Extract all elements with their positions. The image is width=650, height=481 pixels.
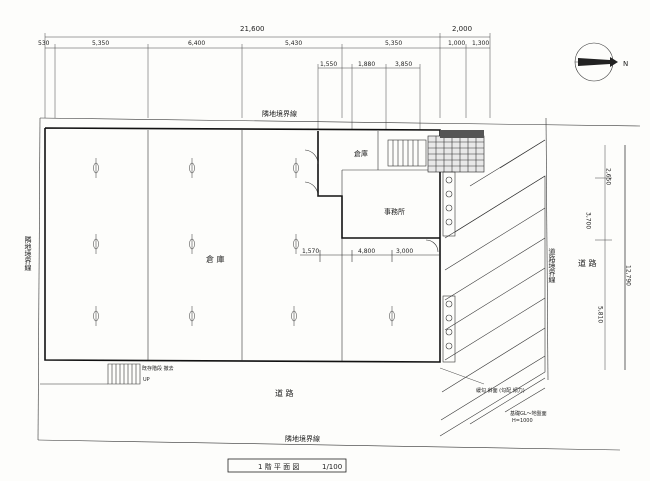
road-label-right: 道 路: [578, 258, 597, 268]
bay-dim-3: 6,400: [188, 40, 205, 47]
top-dimension-lines: [44, 33, 491, 130]
column-marker: [189, 158, 195, 178]
plan-title: 1 階 平 面 図: [258, 462, 299, 471]
height-note-1: 基礎GL～地盤面: [510, 410, 547, 417]
column-marker: [189, 234, 195, 254]
column-marker: [189, 306, 195, 326]
office-top-dim-1: 1,550: [320, 61, 337, 68]
office-top-dim-2: 1,880: [358, 61, 375, 68]
height-note-2: H=1000: [512, 418, 533, 424]
column-marker: [93, 306, 99, 326]
right-dim-3: 5,810: [597, 306, 604, 323]
top-right-dim: 2,000: [452, 25, 472, 33]
up-label: UP: [143, 377, 150, 383]
site-boundary-lines: [37, 117, 641, 451]
grid-block: [427, 130, 485, 173]
boundary-label-left: 隣地境界線: [24, 235, 32, 271]
right-dimension-lines: [595, 145, 626, 370]
office-bottom-dim-2: 4,800: [358, 248, 375, 255]
right-dim-1: 2,650: [605, 168, 612, 185]
boundary-label-bottom: 隣地境界線: [285, 434, 320, 443]
column-marker: [93, 158, 99, 178]
column-marker: [293, 234, 299, 254]
bottom-stair: [40, 363, 141, 385]
bay-dim-1: 530: [38, 40, 50, 47]
right-dim-4: 12,790: [625, 265, 632, 286]
column-markers: [93, 158, 395, 326]
bay-dim-5: 5,350: [385, 40, 402, 47]
office-top-dim-3: 3,850: [395, 61, 412, 68]
office-label: 事務所: [384, 207, 405, 216]
hatched-ramp-area: [439, 139, 546, 437]
right-dim-2: 3,700: [585, 212, 592, 229]
road-label-bottom: 道 路: [275, 388, 294, 398]
bay-dim-6: 1,000: [448, 40, 465, 47]
column-marker: [389, 306, 395, 326]
overall-width-dim: 21,600: [240, 25, 265, 33]
bay-dim-7: 1,300: [472, 40, 489, 47]
ramp-leader: [439, 367, 485, 385]
bay-dim-4: 5,430: [285, 40, 302, 47]
stair-note: 既存階段 撤去: [142, 365, 174, 372]
ramp-note: 緩勾 斜面 (勾配 傾力): [476, 387, 525, 394]
north-label: N: [623, 60, 628, 68]
building-outline: [44, 127, 441, 363]
title-box: [227, 458, 347, 473]
warehouse-label: 倉 庫: [206, 254, 225, 264]
office-bottom-dim-1: 1,570: [302, 248, 319, 255]
column-marker: [291, 306, 297, 326]
bay-dim-2: 5,350: [92, 40, 109, 47]
column-marker: [93, 234, 99, 254]
north-arrow: [574, 42, 618, 82]
boundary-label-right: 道路境界線: [548, 247, 556, 283]
boundary-label-top: 隣地境界線: [262, 109, 297, 118]
storage-stair: [387, 139, 427, 167]
column-strip: [442, 171, 456, 363]
column-marker: [293, 158, 299, 178]
plan-scale: 1/100: [322, 463, 342, 471]
storage-label: 倉庫: [354, 149, 368, 158]
office-bottom-dim-3: 3,000: [396, 248, 413, 255]
